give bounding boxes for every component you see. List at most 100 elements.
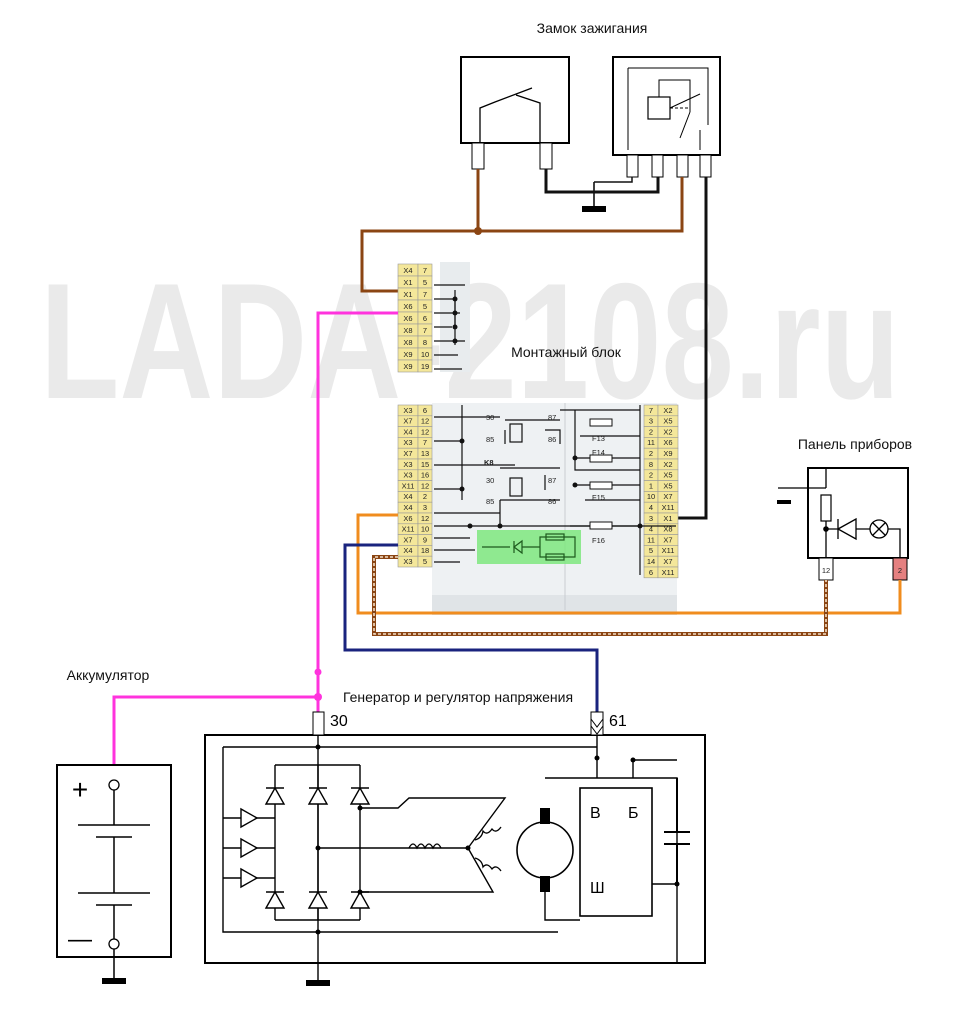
upper-connector-cell: 7 — [423, 326, 427, 335]
lower-right-connector-cell: X11 — [662, 546, 675, 555]
lower-left-connector-cell: X11 — [402, 525, 415, 534]
lower-left-connector-cell: 12 — [421, 417, 429, 426]
lower-right-connector-cell: 8 — [649, 460, 653, 469]
lower-right-connector-cell: X8 — [663, 525, 672, 534]
lower-right-connector-cell: 2 — [649, 471, 653, 480]
relay-pin-30a: 30 — [486, 413, 494, 422]
mounting-block-label: Монтажный блок — [511, 344, 622, 360]
fuse-f14: F14 — [592, 448, 605, 457]
upper-connector-cell: 5 — [423, 278, 427, 287]
generator: 30 61 — [204, 711, 706, 986]
ignition-ground — [582, 182, 606, 212]
lower-left-connector-cell: 13 — [421, 449, 429, 458]
lower-right-connector-cell: X1 — [663, 514, 672, 523]
relay-pin-86b: 86 — [548, 497, 556, 506]
generator-ground — [306, 980, 330, 986]
upper-connector-cell: 7 — [423, 266, 427, 275]
lower-left-connector-cell: 2 — [423, 492, 427, 501]
upper-connector-cell: X6 — [403, 314, 412, 323]
lower-right-connector-cell: 3 — [649, 417, 653, 426]
regulator-terminal-b: В — [590, 805, 601, 822]
lower-left-connector-cell: X3 — [403, 438, 412, 447]
lower-right-connector-cell: X5 — [663, 471, 672, 480]
generator-terminal-61 — [590, 711, 604, 736]
panel-pin-12: 12 — [822, 566, 830, 575]
lower-left-connector-cell: 12 — [421, 481, 429, 490]
fuse-f16: F16 — [592, 536, 605, 545]
lower-right-connector-cell: X6 — [663, 438, 672, 447]
lower-right-connector-cell: 3 — [649, 514, 653, 523]
lower-right-connector-cell: X7 — [663, 535, 672, 544]
lower-left-connector-cell: X3 — [403, 460, 412, 469]
lower-left-connector-cell: 3 — [423, 503, 427, 512]
lower-right-connector-cell: 6 — [649, 568, 653, 577]
relay-pin-87a: 87 — [548, 413, 556, 422]
terminal-61-label: 61 — [609, 713, 627, 730]
upper-connector-cell: X9 — [403, 350, 412, 359]
lower-left-connector-cell: X4 — [403, 503, 412, 512]
battery-label: Аккумулятор — [67, 667, 150, 683]
fuse-f13: F13 — [592, 434, 605, 443]
upper-connector-cell: X9 — [403, 362, 412, 371]
battery-minus-sign: — — [68, 926, 92, 953]
lower-right-connector-cell: 7 — [649, 406, 653, 415]
lower-left-connector-cell: 12 — [421, 514, 429, 523]
instrument-panel-label: Панель приборов — [798, 436, 912, 452]
upper-connector-cell: 5 — [423, 302, 427, 311]
lower-right-connector-cell-bg — [657, 566, 679, 579]
lower-left-connector-cell: X7 — [403, 417, 412, 426]
charge-warning-lamp-icon — [869, 519, 889, 539]
ignition-switch-contacts — [460, 56, 570, 144]
lower-left-connector-cell: X7 — [403, 449, 412, 458]
lower-right-connector-cell: X11 — [662, 568, 675, 577]
lower-left-connector-cell: 16 — [421, 471, 429, 480]
lower-right-connector-cell: 11 — [647, 438, 655, 447]
battery-ground — [102, 978, 126, 984]
lower-left-connector-cell: X3 — [403, 406, 412, 415]
lower-right-connector-cell: 10 — [647, 492, 655, 501]
upper-connector-cell: 6 — [423, 314, 427, 323]
battery-positive-terminal — [108, 779, 120, 791]
lower-left-connector-cell: 12 — [421, 427, 429, 436]
generator-terminal-30 — [312, 711, 325, 736]
relay-pin-30b: 30 — [486, 476, 494, 485]
lower-right-connector-cell: 2 — [649, 449, 653, 458]
rotor-field-icon — [516, 808, 574, 892]
terminal-30-label: 30 — [330, 713, 348, 730]
ignition-wires — [360, 169, 708, 520]
lower-left-connector-cell: 5 — [423, 557, 427, 566]
lower-left-connector-cell: X4 — [403, 492, 412, 501]
lower-right-connector-cell: 14 — [647, 557, 655, 566]
lower-right-connector-cell: X2 — [663, 427, 672, 436]
lower-right-connector-cell: X7 — [663, 492, 672, 501]
lower-right-connector-cell: X9 — [663, 449, 672, 458]
battery-negative-terminal — [108, 938, 120, 950]
relay-pin-86a: 86 — [548, 435, 556, 444]
upper-connector-cell: X1 — [403, 278, 412, 287]
lower-right-connector-cell: X5 — [663, 417, 672, 426]
lower-left-connector-cell: X11 — [402, 481, 415, 490]
lower-right-connector-cell: X2 — [663, 460, 672, 469]
voltage-regulator — [579, 787, 653, 917]
relay-pin-85a: 85 — [486, 435, 494, 444]
lower-left-connector-cell: 18 — [421, 546, 429, 555]
lower-left-connector-cell: X4 — [403, 427, 412, 436]
lower-left-connector-cell: X3 — [403, 471, 412, 480]
main-wires — [112, 311, 902, 780]
lower-right-connector-cell: X2 — [663, 406, 672, 415]
upper-connector-cell: X1 — [403, 290, 412, 299]
upper-connector-cell: X8 — [403, 338, 412, 347]
lower-right-connector-cell: 2 — [649, 427, 653, 436]
lower-left-connector-cell: 9 — [423, 535, 427, 544]
relay-pin-85b: 85 — [486, 497, 494, 506]
fuse-f15: F15 — [592, 493, 605, 502]
lower-right-connector-cell: 5 — [649, 546, 653, 555]
lower-right-connector-cell: X11 — [662, 503, 675, 512]
battery: + — — [56, 764, 172, 984]
lower-left-connector-cell: X3 — [403, 557, 412, 566]
instrument-panel: 12 2 — [777, 467, 909, 581]
lower-right-connector-cell: X7 — [663, 557, 672, 566]
